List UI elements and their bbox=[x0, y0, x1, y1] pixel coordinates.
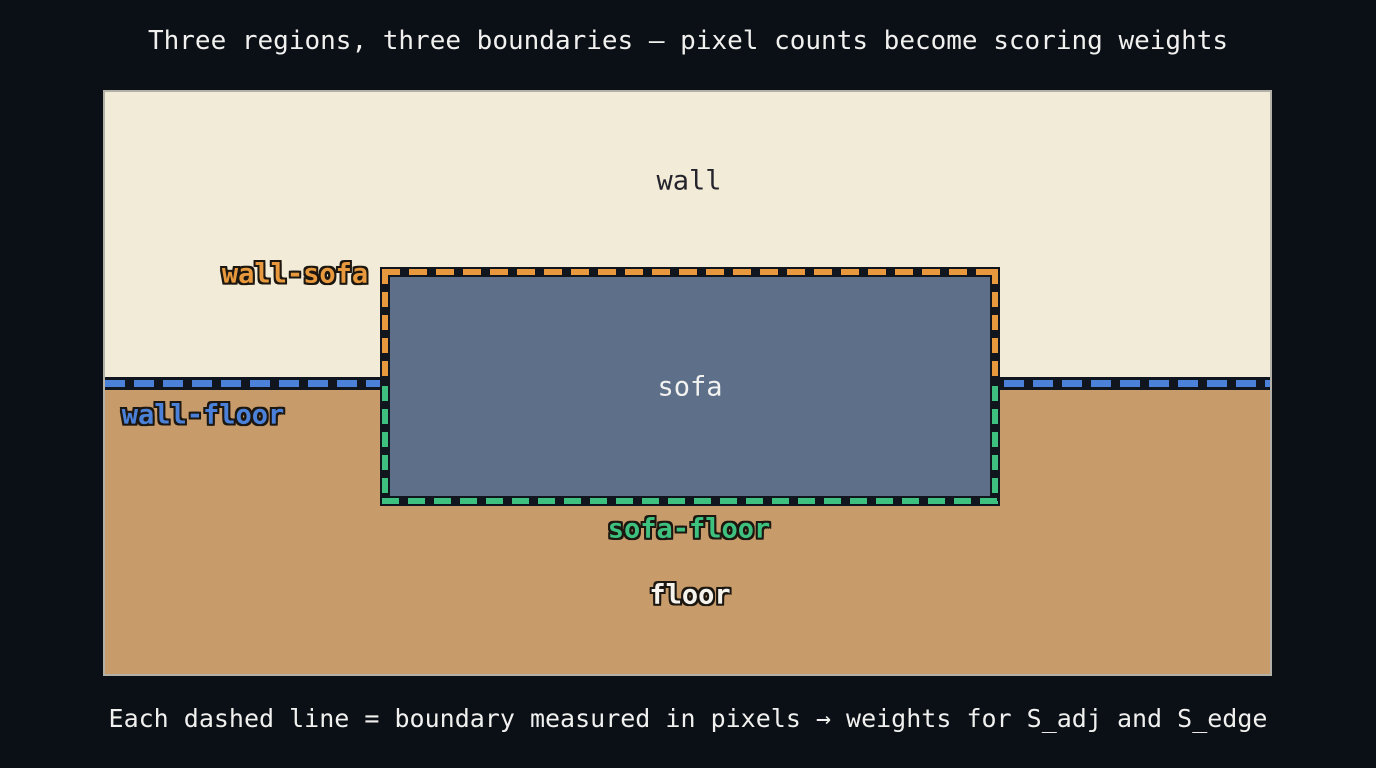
sofa-floor-boundary-left bbox=[382, 386, 388, 504]
region-label-floor: floor bbox=[649, 579, 731, 611]
scene-diagram: sofa wall wall-sofa wall-floor sofa-floo… bbox=[103, 90, 1272, 676]
region-label-sofa: sofa bbox=[657, 371, 723, 402]
region-sofa: sofa bbox=[380, 267, 1000, 506]
sofa-fill bbox=[390, 277, 990, 496]
sofa-floor-boundary-bottom bbox=[382, 498, 998, 504]
wall-sofa-boundary-top bbox=[382, 269, 998, 275]
boundary-label-wall-floor: wall-floor bbox=[121, 399, 285, 431]
wall-sofa-boundary-right bbox=[992, 269, 998, 383]
figure-title: Three regions, three boundaries — pixel … bbox=[147, 26, 1229, 56]
wall-sofa-boundary-left bbox=[382, 269, 388, 383]
boundary-label-sofa-floor: sofa-floor bbox=[607, 513, 771, 545]
sofa-floor-boundary-right bbox=[992, 386, 998, 504]
boundary-label-wall-sofa: wall-sofa bbox=[221, 258, 369, 290]
region-label-wall: wall bbox=[656, 165, 722, 197]
figure-caption: Each dashed line = boundary measured in … bbox=[108, 704, 1268, 733]
